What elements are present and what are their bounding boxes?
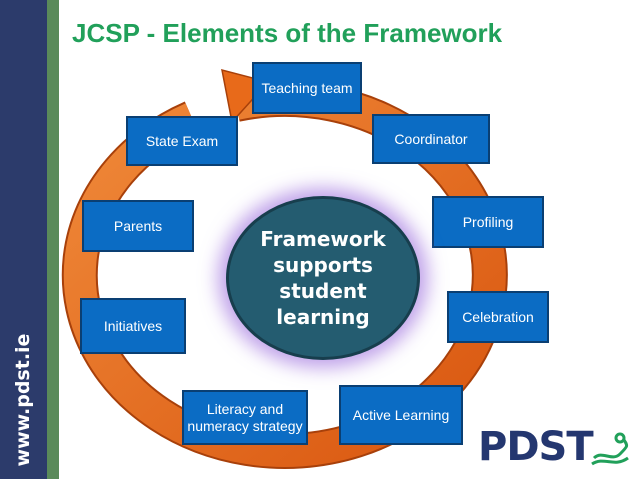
sidebar-stripe bbox=[47, 0, 59, 479]
element-parents: Parents bbox=[82, 200, 194, 252]
element-label: State Exam bbox=[145, 132, 219, 149]
logo-wordmark: PDST bbox=[478, 424, 594, 470]
element-profiling: Profiling bbox=[432, 196, 544, 248]
element-label: Teaching team bbox=[261, 79, 353, 96]
element-state-exam: State Exam bbox=[126, 116, 238, 166]
element-celebration: Celebration bbox=[447, 291, 549, 343]
sidebar-bar: www.pdst.ie bbox=[0, 0, 47, 479]
element-label: Active Learning bbox=[352, 406, 450, 423]
element-label: Literacy and numeracy strategy bbox=[187, 401, 303, 434]
element-label: Coordinator bbox=[394, 130, 468, 147]
element-coordinator: Coordinator bbox=[372, 114, 490, 164]
element-label: Celebration bbox=[462, 308, 534, 325]
pdst-logo: PDST bbox=[478, 424, 630, 470]
page-title: JCSP - Elements of the Framework bbox=[72, 18, 503, 48]
element-initiatives: Initiatives bbox=[80, 298, 186, 354]
element-label: Parents bbox=[113, 217, 163, 234]
element-literacy-strategy: Literacy and numeracy strategy bbox=[182, 390, 308, 445]
element-label: Profiling bbox=[462, 213, 514, 230]
center-text: Framework supports student learning bbox=[260, 227, 386, 329]
element-teaching-team: Teaching team bbox=[252, 62, 362, 114]
element-active-learning: Active Learning bbox=[339, 385, 463, 445]
element-label: Initiatives bbox=[103, 317, 163, 334]
framework-center-node: Framework supports student learning bbox=[226, 196, 420, 360]
pdst-swirl-icon bbox=[591, 432, 629, 466]
